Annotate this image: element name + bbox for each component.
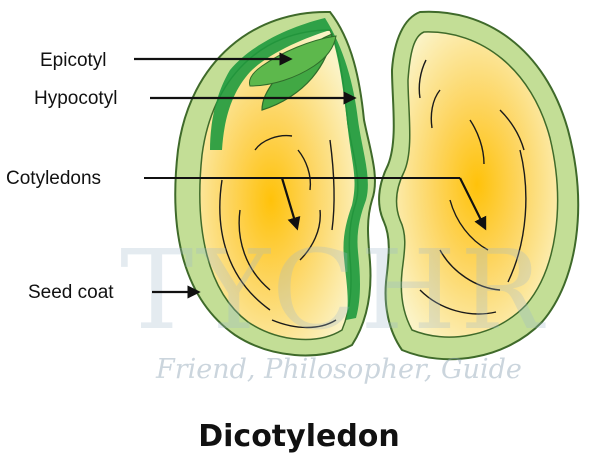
right-cotyledon-lines [418,59,527,315]
label-hypocotyl: Hypocotyl [34,88,117,109]
watermark-brand: TYCHR [120,226,547,354]
label-epicotyl: Epicotyl [40,50,107,71]
hypocotyl-strip [210,18,368,320]
right-seed-half [378,10,580,361]
label-seed-coat: Seed coat [28,282,114,303]
diagram-title: Dicotyledon [198,419,400,454]
arrow-cotyledon-left [280,177,301,231]
right-cotyledon [395,31,559,338]
epicotyl-leaf-2 [249,35,337,87]
watermark-tagline: Friend, Philosopher, Guide [155,354,522,385]
label-cotyledons: Cotyledons [6,168,101,189]
arrow-cotyledon-right [459,177,487,231]
left-cotyledon-lines [219,134,337,329]
